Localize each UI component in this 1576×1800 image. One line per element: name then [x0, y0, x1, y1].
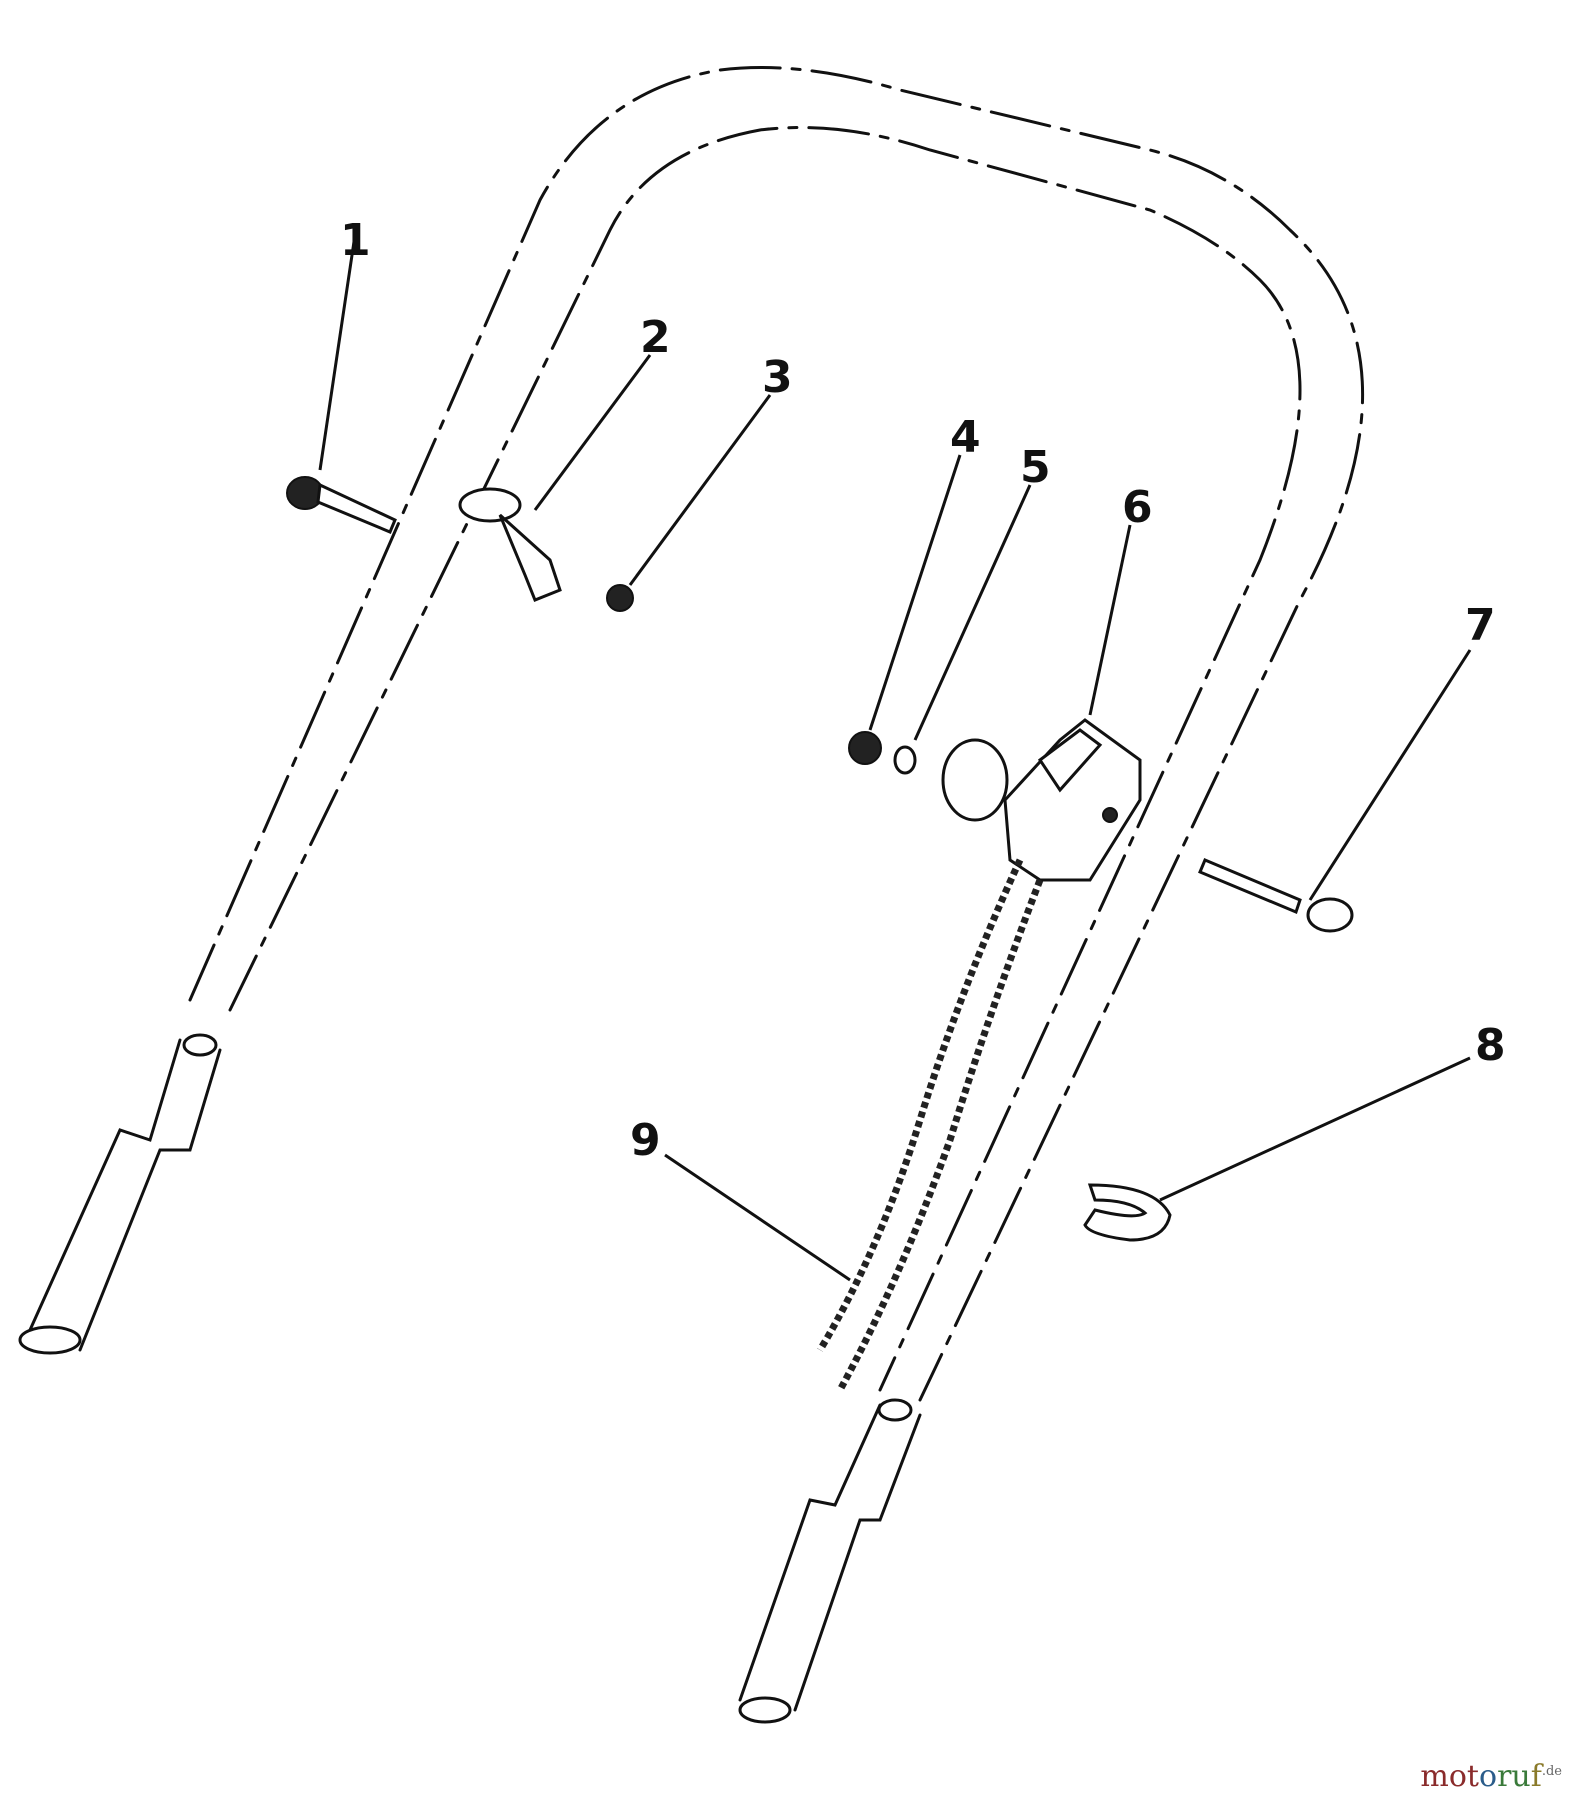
handle-tube-inner: [228, 126, 1302, 1392]
leader-3: [628, 394, 772, 586]
part-3-nut: [606, 584, 634, 612]
part-label-8: 8: [1475, 1020, 1506, 1071]
leader-4: [868, 454, 962, 731]
part-2-loop-bracket: [458, 487, 562, 602]
part-8-clip: [1083, 1183, 1172, 1242]
part-6-throttle-control: [941, 718, 1142, 882]
leader-6: [1088, 524, 1132, 716]
right-tube-lower: [738, 1398, 922, 1724]
leader-7: [1308, 649, 1472, 901]
part-label-5: 5: [1020, 442, 1051, 493]
part-9-cable: [816, 858, 1044, 1392]
leader-8: [1159, 1056, 1471, 1202]
part-5-washer: [893, 745, 917, 775]
part-label-4: 4: [950, 412, 981, 463]
part-label-3: 3: [762, 352, 793, 403]
part-label-7: 7: [1465, 600, 1496, 651]
part-4-nut: [848, 731, 882, 765]
handle-tube-outer: [188, 66, 1365, 1402]
leader-1: [318, 234, 357, 471]
part-label-6: 6: [1122, 482, 1153, 533]
part-7-bolt: [1198, 858, 1354, 933]
part-1-bolt: [286, 476, 397, 534]
leader-2: [533, 354, 652, 511]
left-tube-lower: [18, 1033, 222, 1355]
part-label-9: 9: [630, 1115, 661, 1166]
leader-9: [664, 1153, 851, 1282]
motoruf-watermark: motoruf.de: [1420, 1759, 1562, 1794]
part-label-1: 1: [340, 215, 371, 266]
leader-5: [913, 484, 1032, 741]
part-label-2: 2: [640, 312, 671, 363]
